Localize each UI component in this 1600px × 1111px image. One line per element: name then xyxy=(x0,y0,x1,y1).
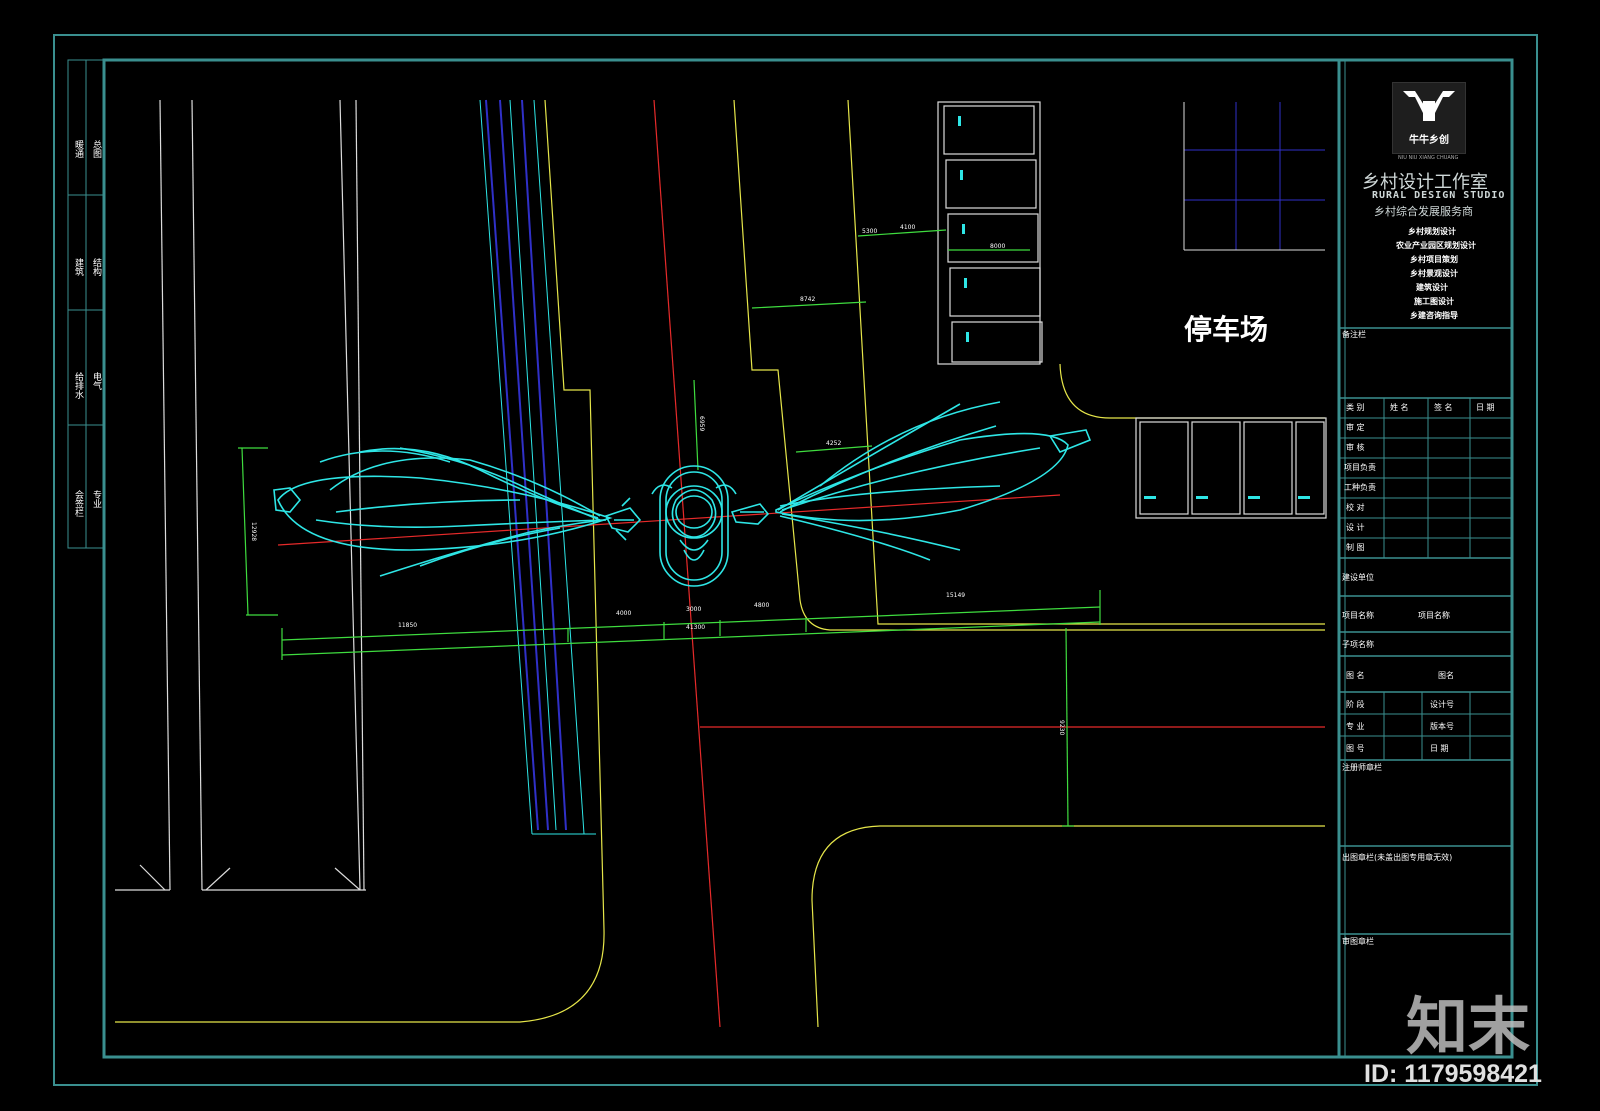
drawing-stamp-label: 出图章栏(未盖出图专用章无效) xyxy=(1342,853,1453,862)
drawing-no-label: 图 号 xyxy=(1346,744,1365,753)
boundary-lines xyxy=(115,99,366,891)
studio-name-en: RURAL DESIGN STUDIO xyxy=(1372,190,1506,201)
logo-text: 牛牛乡创 xyxy=(1409,135,1449,146)
watermark-logo: 知末 xyxy=(1406,990,1531,1063)
role-label: 设 计 xyxy=(1346,523,1365,532)
centerlines xyxy=(277,99,1325,1028)
side-label-8: 总图 xyxy=(91,140,101,158)
drawing-name-label: 图 名 xyxy=(1346,671,1365,680)
dimension-lines xyxy=(238,229,1101,827)
studio-name-cn: 乡村设计工作室 xyxy=(1362,172,1488,193)
service-item: 乡村项目策划 xyxy=(1410,255,1458,264)
service-item: 乡村景观设计 xyxy=(1410,269,1458,278)
table-header-name: 姓 名 xyxy=(1390,403,1409,412)
service-item: 建筑设计 xyxy=(1416,283,1448,292)
side-label-6: 结构 xyxy=(91,258,101,276)
service-item: 农业产业园区规划设计 xyxy=(1396,241,1476,250)
dim-label-6: 4252 xyxy=(826,440,842,447)
service-item: 乡建咨询指导 xyxy=(1410,311,1458,320)
side-label-7: 暖通 xyxy=(73,140,83,158)
dim-label-7: 12928 xyxy=(250,522,257,542)
dim-label-13: 41300 xyxy=(686,624,706,631)
role-label: 校 对 xyxy=(1346,503,1365,512)
project-name-value: 项目名称 xyxy=(1418,611,1450,620)
outer-frame xyxy=(53,34,1538,1086)
service-item: 施工图设计 xyxy=(1414,297,1454,306)
side-label-4: 电气 xyxy=(91,372,101,390)
dim-label-14: 9230 xyxy=(1058,720,1065,736)
canal xyxy=(479,99,596,835)
role-label: 制 图 xyxy=(1346,543,1365,552)
role-label: 工种负责 xyxy=(1344,483,1376,492)
role-label: 项目负责 xyxy=(1344,463,1376,472)
side-label-1: 会签栏 xyxy=(73,490,83,517)
logo-subtext: NIU NIU XIANG CHUANG xyxy=(1398,155,1459,161)
bull-logo-icon xyxy=(1403,91,1455,121)
service-item: 乡村规划设计 xyxy=(1408,227,1456,236)
version-label: 版本号 xyxy=(1430,722,1454,731)
stage-label: 阶 段 xyxy=(1346,700,1365,709)
dim-label-12: 15149 xyxy=(946,592,966,599)
discipline-label: 专 业 xyxy=(1346,722,1365,731)
drawing-name-value: 图名 xyxy=(1438,671,1454,680)
dim-label-3: 8000 xyxy=(990,243,1006,250)
dim-label-4: 8742 xyxy=(800,296,816,303)
dim-label-5: 6959 xyxy=(698,416,705,432)
dim-label-9: 4000 xyxy=(616,610,632,617)
dim-label-8: 11850 xyxy=(398,622,418,629)
wing-sculpture xyxy=(273,401,1092,587)
watermark-id: ID: 1179598421 xyxy=(1364,1060,1542,1088)
sub-project-label: 子项名称 xyxy=(1342,640,1374,649)
table-header-category: 类 别 xyxy=(1346,403,1365,412)
side-label-2: 专业 xyxy=(91,490,101,508)
project-name-label: 项目名称 xyxy=(1342,611,1374,620)
studio-subtitle: 乡村综合发展服务商 xyxy=(1374,205,1473,218)
side-label-5: 建筑 xyxy=(73,258,83,276)
date-label: 日 期 xyxy=(1430,744,1449,753)
dim-label-11: 4800 xyxy=(754,602,770,609)
design-no-label: 设计号 xyxy=(1430,700,1454,709)
side-label-3: 给排水 xyxy=(73,372,83,399)
studio-logo: 牛牛乡创 xyxy=(1392,82,1466,154)
build-unit-label: 建设单位 xyxy=(1342,573,1374,582)
parking-stalls-right xyxy=(1135,417,1327,519)
review-stamp-label: 审图章栏 xyxy=(1342,937,1374,946)
road-edges xyxy=(115,99,1325,1028)
dim-label-2: 4100 xyxy=(900,224,916,231)
role-label: 审 定 xyxy=(1346,423,1365,432)
role-label: 审 核 xyxy=(1346,443,1365,452)
parking-stalls-top xyxy=(937,101,1043,365)
table-header-sign: 签 名 xyxy=(1434,403,1453,412)
remarks-label: 备注栏 xyxy=(1342,330,1366,339)
table-header-date: 日 期 xyxy=(1476,403,1495,412)
engineer-stamp-label: 注册师章栏 xyxy=(1342,763,1382,772)
parking-label: 停车场 xyxy=(1184,313,1269,346)
dim-label-1: 5300 xyxy=(862,228,878,235)
dim-label-10: 3000 xyxy=(686,606,702,613)
